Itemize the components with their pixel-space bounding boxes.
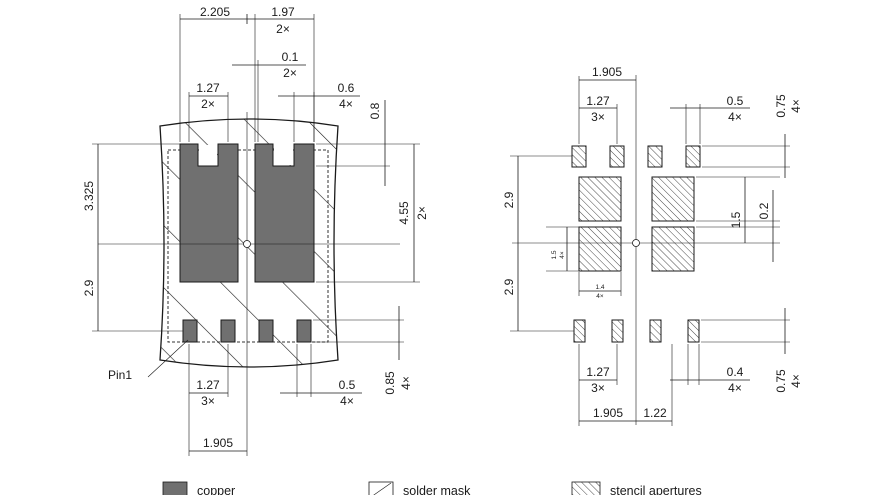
r-dim-sq-gap: 0.2 [757,202,771,219]
dim-total: 1.905 [203,436,233,450]
dim-gap: 0.1 [282,50,299,64]
stencil-aperture-bottom [573,319,586,343]
r-dim-total: 1.905 [593,406,623,420]
dim-pitch-count: 2× [201,97,215,111]
r-dim-lower: 2.9 [502,278,516,295]
dim-lower-height: 2.9 [82,279,96,296]
dim-bottom-pitch-count: 3× [201,394,215,408]
pad-notch [199,145,217,165]
dim-bottom-pitch: 1.27 [196,378,220,392]
legend-copper-swatch [162,481,188,495]
r-dim-ap-width-count: 4× [728,110,742,124]
stencil-aperture-large [578,226,622,272]
r-dim-sq-w-small: 1.4 [595,284,604,291]
dim-notch-count: 4× [339,97,353,111]
dim-pad-height-count: 2× [415,206,429,220]
stencil-aperture-large [578,176,622,222]
r-dim-bot-ap-width-count: 4× [728,381,742,395]
r-dim-bot-ap-length-count: 4× [789,374,803,388]
r-dim-bottom-pitch-count: 3× [591,381,605,395]
copper-pad-small [182,319,198,343]
r-dim-sq-h-small: 1.5 [551,250,558,259]
r-dim-pitch: 1.27 [586,94,610,108]
r-dim-sq-h: 1.5 [729,211,743,228]
r-dim-top-total: 1.905 [592,65,622,79]
dim-upper-height: 3.325 [82,181,96,211]
copper-pad-small [220,319,236,343]
r-dim-pitch-count: 3× [591,110,605,124]
dim-pad-height: 4.55 [397,201,411,225]
r-dim-ap-width: 0.5 [727,94,744,108]
legend-solder-mask-label: solder mask [403,484,471,495]
pad-notch [274,145,293,165]
r-dim-bot-ap-width: 0.4 [727,365,744,379]
dim-pad-length: 0.85 [383,371,397,395]
r-dim-ap-length-count: 4× [789,99,803,113]
dim-notch-width: 0.6 [338,81,355,95]
r-dim-sq-w-small-count: 4× [596,293,604,300]
dim-top-width: 2.205 [200,5,230,19]
copper-pad-small [258,319,274,343]
dim-notch-depth: 0.8 [368,102,382,119]
stencil-aperture-small [609,145,625,168]
stencil-aperture-bottom [611,319,624,343]
legend-stencil-label: stencil apertures [610,484,702,495]
stencil-aperture-large [651,226,695,272]
right-view: 1.905 1.27 3× 0.5 4× 0.75 4× 1.5 0.2 2.9… [502,65,803,426]
dim-gap-count: 2× [283,66,297,80]
legend-copper-label: copper [197,484,235,495]
legend: copper solder mask stencil apertures [162,481,702,495]
stencil-aperture-bottom [687,319,700,343]
r-dim-ap-length: 0.75 [774,94,788,118]
stencil-aperture-small [685,145,701,168]
stencil-aperture-small [571,145,587,168]
dim-pad-width: 0.5 [339,378,356,392]
copper-pad-small [296,319,312,343]
r-dim-bottom-pitch: 1.27 [586,365,610,379]
dim-pad-width-count: 4× [340,394,354,408]
stencil-aperture-large [651,176,695,222]
r-dim-bot-ap-length: 0.75 [774,369,788,393]
pin1-label: Pin1 [108,368,132,382]
r-dim-offset: 1.22 [643,406,667,420]
r-dim-sq-h-small-count: 4× [559,251,566,259]
dim-pad-length-count: 4× [399,376,413,390]
stencil-aperture-small [647,145,663,168]
legend-stencil-swatch [571,481,601,495]
dim-pitch: 1.27 [196,81,220,95]
stencil-aperture-bottom [649,319,662,343]
dim-top-pitch-count: 2× [276,22,290,36]
legend-solder-mask-swatch [368,481,394,495]
origin-marker [632,239,640,247]
dim-top-pitch: 1.97 [271,5,295,19]
origin-marker [243,240,251,248]
r-dim-upper: 2.9 [502,191,516,208]
package-outline [167,149,329,343]
left-view: 2.205 1.97 2× 0.1 2× 1.27 2× 0.6 4× 0.8 … [82,5,429,456]
